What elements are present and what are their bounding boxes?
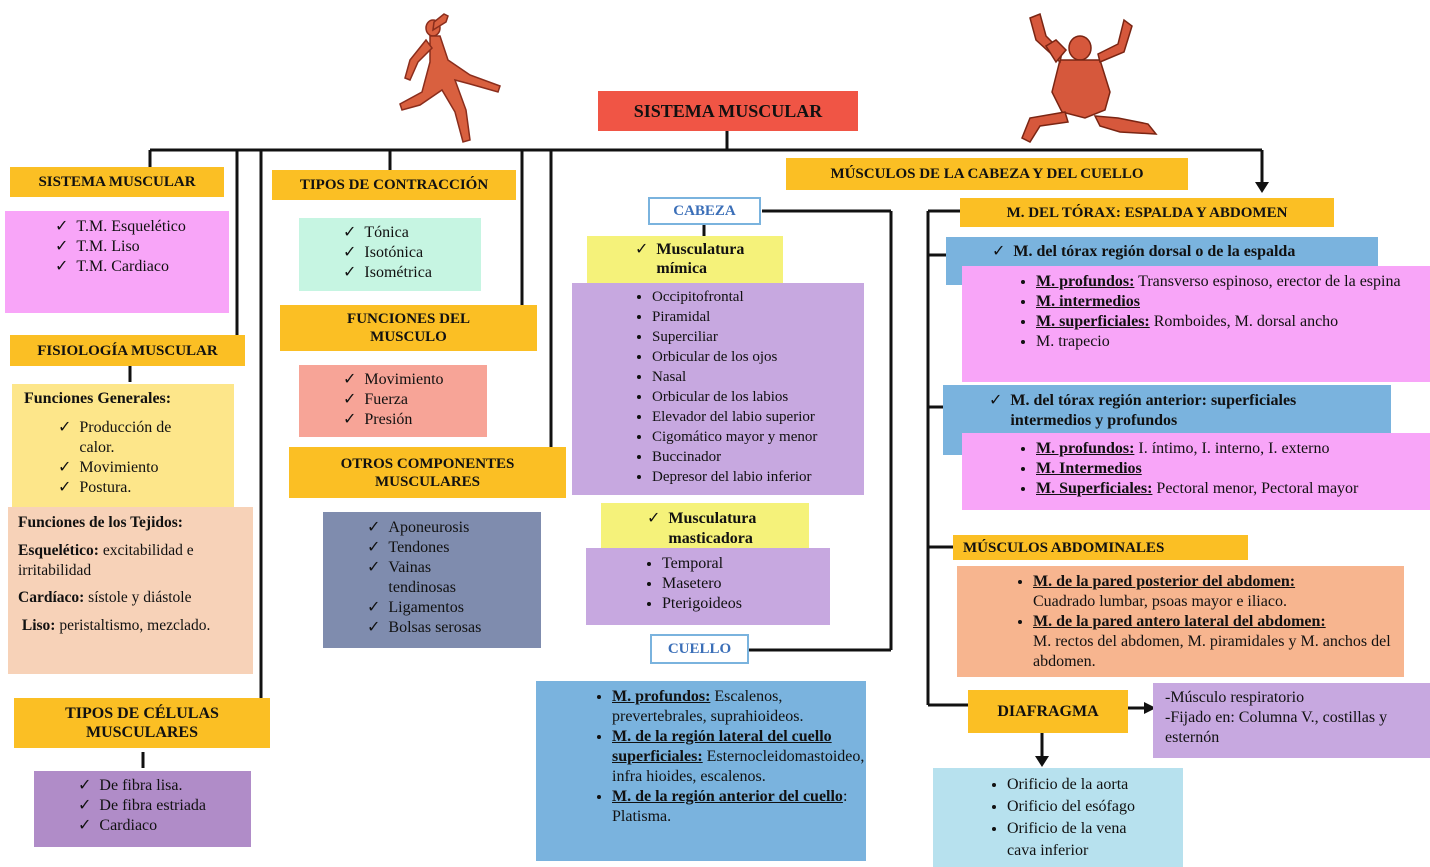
sistema-muscular-header: SISTEMA MUSCULAR <box>10 167 224 197</box>
diafragma-side-box: -Músculo respiratorio -Fijado en: Column… <box>1153 683 1430 758</box>
list-item: Fuerza <box>343 390 487 410</box>
list-item: Movimiento <box>343 370 487 390</box>
list-item: Piramidal <box>652 307 864 327</box>
list-item: Occipitofrontal <box>652 287 864 307</box>
torax-anterior-list: M. profundos: I. íntimo, I. interno, I. … <box>962 433 1430 510</box>
list-item: M. profundos: Escalenos, prevertebrales,… <box>612 687 866 727</box>
musculatura-masticadora-list: Temporal Masetero Pterigoideos <box>586 548 830 625</box>
list-item: T.M. Liso <box>55 237 229 257</box>
list-item: M. de la pared antero lateral del abdome… <box>1033 612 1400 672</box>
kneeling-figure-illustration <box>1021 12 1158 143</box>
list-item: Orbicular de los labios <box>652 387 864 407</box>
list-item: M. profundos: I. íntimo, I. interno, I. … <box>1036 439 1426 459</box>
list-item: Bolsas serosas <box>367 618 541 638</box>
funciones-musculo-header: FUNCIONES DEL MUSCULO <box>280 305 537 351</box>
list-item: M. superficiales: Romboides, M. dorsal a… <box>1036 312 1426 332</box>
funciones-musculo-list: Movimiento Fuerza Presión <box>299 365 487 437</box>
otros-componentes-header: OTROS COMPONENTES MUSCULARES <box>289 447 566 498</box>
list-item: Nasal <box>652 367 864 387</box>
list-item: Elevador del labio superior <box>652 407 864 427</box>
tipos-contraccion-header: TIPOS DE CONTRACCIÓN <box>272 170 516 200</box>
list-item: M. de la región lateral del cuello super… <box>612 727 866 787</box>
list-item: Orificio de la aorta <box>1007 774 1183 796</box>
cabeza-cuello-header: MÚSCULOS DE LA CABEZA Y DEL CUELLO <box>786 158 1188 190</box>
sistema-muscular-list: T.M. Esquelético T.M. Liso T.M. Cardiaco <box>5 211 229 313</box>
funciones-tejidos-title: Funciones de los Tejidos: <box>18 514 183 531</box>
list-item: M. trapecio <box>1036 332 1426 352</box>
list-item: Superciliar <box>652 327 864 347</box>
liso-text: Liso: peristaltismo, mezclado. <box>21 617 211 635</box>
list-item: M. Superficiales: Pectoral menor, Pector… <box>1036 479 1426 499</box>
tipos-contraccion-list: Tónica Isotónica Isométrica <box>299 218 481 291</box>
list-item: Orificio del esófago <box>1007 796 1183 818</box>
diafragma-header: DIAFRAGMA <box>968 690 1128 733</box>
list-item: M. profundos: Transverso espinoso, erect… <box>1036 272 1426 292</box>
list-item: Tendones <box>367 538 541 558</box>
list-item: Orificio de la vena cava inferior <box>1007 818 1183 862</box>
list-item: Cardiaco <box>78 816 251 836</box>
main-title-box: SISTEMA MUSCULAR <box>598 91 858 131</box>
musculatura-mimica-list: Occipitofrontal Piramidal Superciliar Or… <box>572 283 864 495</box>
list-item: M. Intermedios <box>1036 459 1426 479</box>
list-item: Masetero <box>662 574 830 594</box>
list-item: Cigomático mayor y menor <box>652 427 864 447</box>
cuello-header: CUELLO <box>650 634 749 664</box>
cuello-list: M. profundos: Escalenos, prevertebrales,… <box>536 681 866 861</box>
list-item: Movimiento <box>58 458 234 478</box>
musculatura-mimica-title: ✓ Musculatura mímica <box>587 236 783 284</box>
dancer-figure-illustration <box>399 13 501 143</box>
otros-componentes-list: Aponeurosis Tendones Vainas tendinosas L… <box>323 512 541 648</box>
list-item: De fibra lisa. <box>78 776 251 796</box>
abdominales-header: MÚSCULOS ABDOMINALES <box>953 535 1248 560</box>
main-title: SISTEMA MUSCULAR <box>633 100 823 121</box>
funciones-generales-title: Funciones Generales: <box>24 390 172 407</box>
list-item: M. de la región anterior del cuello: Pla… <box>612 787 866 827</box>
tipos-celulas-header: TIPOS DE CÉLULAS MUSCULARES <box>14 698 270 748</box>
fisiologia-header: FISIOLOGÍA MUSCULAR <box>10 335 245 366</box>
list-item: Buccinador <box>652 447 864 467</box>
cabeza-header: CABEZA <box>648 197 761 225</box>
list-item: M. intermedios <box>1036 292 1426 312</box>
list-item: Temporal <box>662 554 830 574</box>
list-item: Vainas tendinosas <box>367 558 541 598</box>
list-item: M. de la pared posterior del abdomen:Cua… <box>1033 572 1400 612</box>
list-item: T.M. Cardiaco <box>55 257 229 277</box>
diafragma-side-line: -Fijado en: Columna V., costillas y este… <box>1165 709 1388 746</box>
list-item: De fibra estriada <box>78 796 251 816</box>
esqueletico-text: Esquelético: excitabilidad e irritabilid… <box>18 541 194 579</box>
torax-header: M. DEL TÓRAX: ESPALDA Y ABDOMEN <box>960 198 1334 227</box>
list-item: T.M. Esquelético <box>55 217 229 237</box>
list-item: Isométrica <box>343 263 481 283</box>
list-item: Pterigoideos <box>662 594 830 614</box>
list-item: Tónica <box>343 223 481 243</box>
list-item: Postura. <box>58 478 234 498</box>
list-item: Depresor del labio inferior <box>652 467 864 487</box>
torax-dorsal-list: M. profundos: Transverso espinoso, erect… <box>962 266 1430 382</box>
list-item: Aponeurosis <box>367 518 541 538</box>
diafragma-side-line: -Músculo respiratorio <box>1165 689 1305 706</box>
list-item: Presión <box>343 410 487 430</box>
funciones-tejidos-box: Funciones de los Tejidos: Esquelético: e… <box>8 507 253 674</box>
abdominales-list: M. de la pared posterior del abdomen:Cua… <box>957 566 1404 677</box>
diafragma-list: Orificio de la aorta Orificio del esófag… <box>933 768 1183 867</box>
tipos-celulas-list: De fibra lisa. De fibra estriada Cardiac… <box>34 771 251 847</box>
cardiaco-text: Cardíaco: sístole y diástole <box>18 589 192 607</box>
funciones-generales-box: Funciones Generales: Producción de calor… <box>12 384 234 514</box>
list-item: Ligamentos <box>367 598 541 618</box>
list-item: Orbicular de los ojos <box>652 347 864 367</box>
list-item: Isotónica <box>343 243 481 263</box>
list-item: Producción de calor. <box>58 418 234 458</box>
